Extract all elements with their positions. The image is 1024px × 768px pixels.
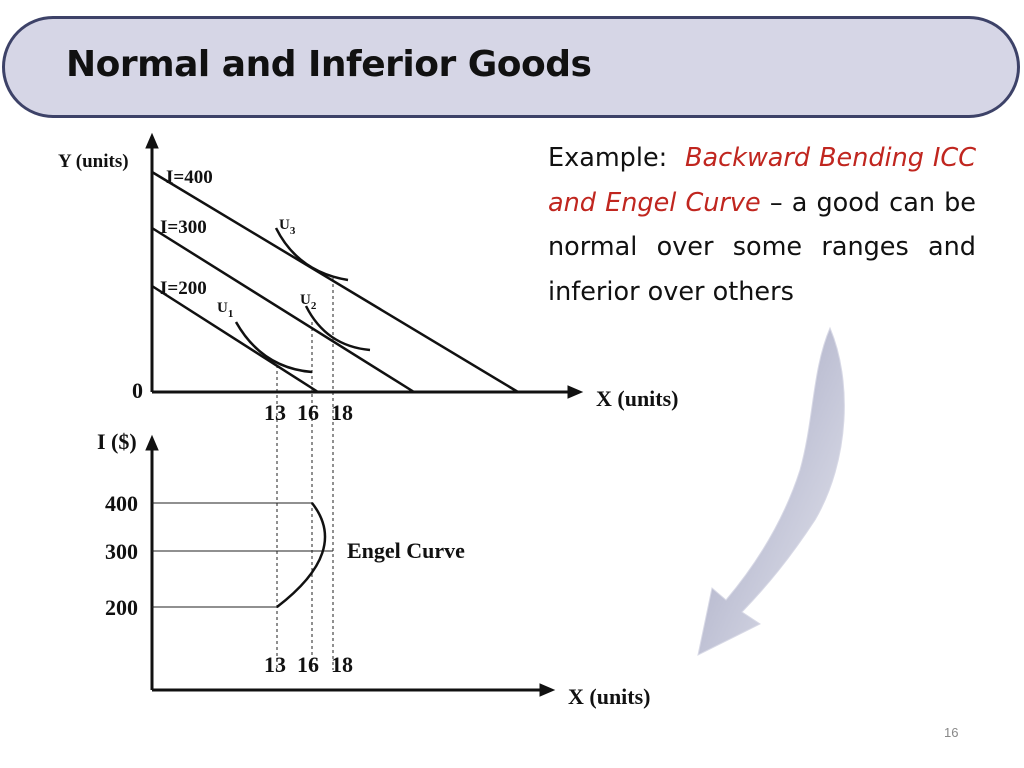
budget-label-400: I=400 <box>166 167 213 188</box>
budget-label-200: I=200 <box>160 278 207 299</box>
title-banner <box>2 16 1020 118</box>
curve-label-u3: U3 <box>279 217 296 237</box>
bottom-x-tick-13: 13 <box>264 652 286 677</box>
top-x-arrow-icon <box>567 385 584 399</box>
bottom-x-arrow-icon <box>539 683 556 697</box>
curve-label-u2: U2 <box>300 292 317 312</box>
budget-line-300 <box>151 226 415 394</box>
example-text: Example: Backward Bending ICC and Engel … <box>548 136 976 314</box>
bottom-x-tick-18: 18 <box>331 652 353 677</box>
bottom-y-arrow-icon <box>145 434 159 451</box>
page-number: 16 <box>944 725 959 740</box>
top-x-axis-label: X (units) <box>596 386 679 411</box>
bottom-y-tick-400: 400 <box>105 491 138 516</box>
slide-title: Normal and Inferior Goods <box>66 44 592 85</box>
bottom-x-tick-16: 16 <box>297 652 319 677</box>
curved-arrow-icon <box>697 326 845 656</box>
budget-label-300: I=300 <box>160 217 207 238</box>
example-rest: – a good can be normal over some ranges … <box>548 187 976 307</box>
indifference-curve-u1 <box>234 321 313 374</box>
engel-curve-label: Engel Curve <box>347 538 465 563</box>
top-x-tick-18: 18 <box>331 400 353 425</box>
bottom-y-tick-200: 200 <box>105 595 138 620</box>
bottom-y-axis-label: I ($) <box>97 429 137 454</box>
budget-line-200 <box>151 284 319 394</box>
bottom-y-tick-300: 300 <box>105 539 138 564</box>
curve-label-u1: U1 <box>217 300 233 320</box>
top-y-axis-label: Y (units) <box>58 151 129 172</box>
budget-line-400 <box>151 170 519 394</box>
example-highlight: Backward Bending ICC and Engel Curve <box>548 143 976 218</box>
indifference-curve-u3 <box>274 227 349 282</box>
example-label: Example: <box>548 143 668 173</box>
top-x-tick-13: 13 <box>264 400 286 425</box>
top-x-tick-16: 16 <box>297 400 319 425</box>
indifference-curve-u2 <box>304 305 371 352</box>
engel-curve <box>276 502 327 608</box>
origin-label: 0 <box>132 378 143 403</box>
bottom-x-axis-label: X (units) <box>568 684 651 709</box>
top-y-arrow-icon <box>145 132 159 149</box>
